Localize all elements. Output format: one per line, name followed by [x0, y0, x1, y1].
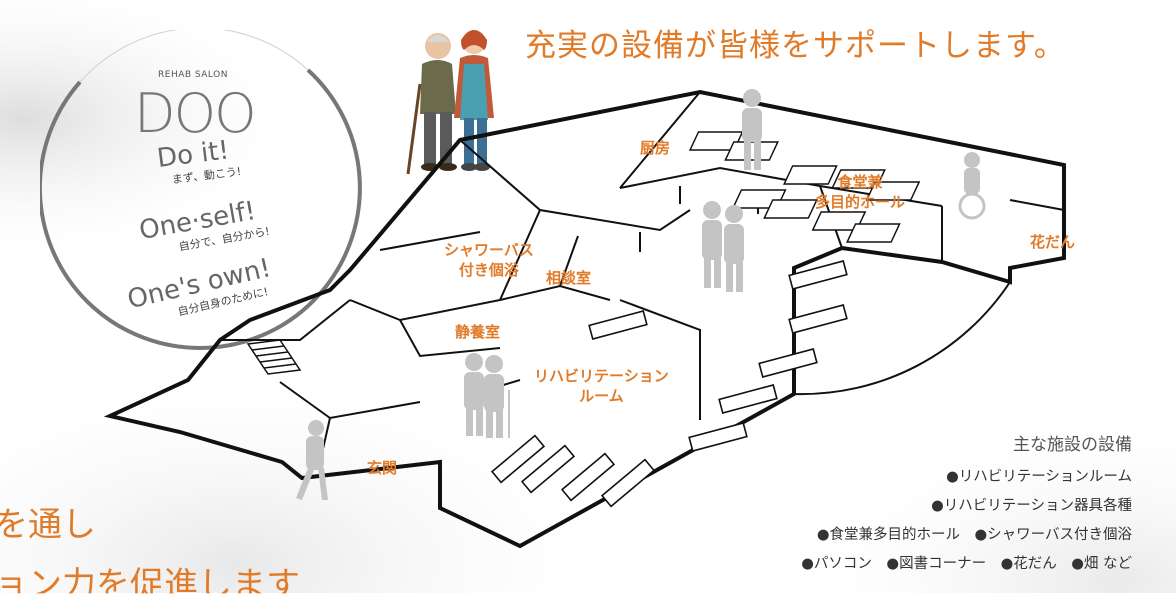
room-label-dining-hall: 食堂兼 多目的ホール	[815, 172, 905, 212]
room-label-line: 食堂兼	[837, 173, 883, 191]
room-label-flowerbed: 花だん	[1030, 233, 1076, 251]
facility-item: ●食堂兼多目的ホール ●シャワーバス付き個浴	[816, 527, 1132, 543]
room-label-line: シャワーバス	[444, 241, 534, 259]
logo-brand: DOO	[134, 82, 257, 145]
room-label-line: 付き個浴	[458, 261, 519, 279]
bottom-tagline-line1: を通し	[0, 505, 96, 545]
room-label-kitchen: 厨房	[640, 139, 671, 157]
silhouette-kitchen	[742, 89, 762, 170]
bottom-tagline-line2: ョン力を促進します	[0, 565, 300, 605]
circle-outline	[40, 30, 362, 350]
rehab-beds	[490, 260, 848, 508]
facility-list: 主な施設の設備 ●リハビリテーションルーム ●リハビリテーション器具各種 ●食堂…	[801, 430, 1132, 579]
room-label-consultation: 相談室	[546, 269, 592, 287]
room-label-line: 多目的ホール	[815, 193, 906, 211]
facility-item: ●パソコン ●図書コーナー ●花だん ●畑 など	[801, 556, 1132, 572]
room-label-shower-bath: シャワーバス 付き個浴	[444, 240, 534, 280]
bottom-tagline: を通し ョン力を促進します	[0, 495, 300, 615]
silhouette-pair-center	[702, 201, 744, 292]
facility-title: 主な施設の設備	[1013, 435, 1132, 455]
room-label-line: ルーム	[579, 387, 624, 405]
room-label-rehab-room: リハビリテーション ルーム	[534, 366, 669, 406]
caregiver-illustration	[406, 30, 494, 175]
dining-tables	[688, 131, 921, 243]
silhouette-pair-rest	[464, 353, 510, 438]
room-label-line: リハビリテーション	[534, 367, 669, 385]
facility-item: ●リハビリテーション器具各種	[931, 498, 1132, 514]
salon-logo-circle: REHAB SALON DOO Do it! まず、動こう! One·self!…	[40, 30, 366, 356]
people-silhouettes	[296, 89, 986, 500]
headline: 充実の設備が皆様をサポートします。	[525, 28, 1066, 64]
silhouette-wheelchair	[958, 152, 986, 220]
logo-subtitle: REHAB SALON	[158, 70, 228, 80]
stairs	[246, 339, 302, 375]
outer-wall	[103, 89, 1066, 549]
room-label-rest-room: 静養室	[455, 323, 501, 341]
silhouette-entry	[296, 420, 328, 500]
room-label-entrance: 玄関	[367, 459, 398, 477]
floor-plan	[103, 89, 1066, 549]
facility-item: ●リハビリテーションルーム	[946, 469, 1132, 485]
